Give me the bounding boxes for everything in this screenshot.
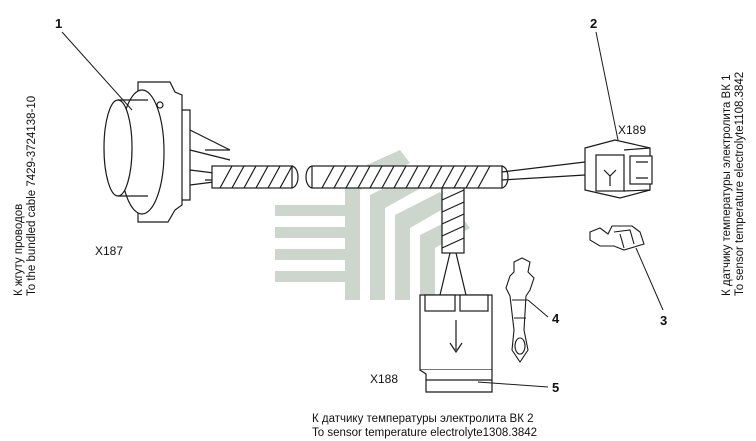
label-x187: X187 bbox=[95, 244, 123, 258]
callout-5: 5 bbox=[552, 380, 559, 395]
left-note-en: To the bundled cable 7429-3724138-10 bbox=[26, 96, 38, 296]
terminal-item-4 bbox=[505, 257, 535, 363]
callout-4: 4 bbox=[552, 311, 560, 326]
right-note: К датчику температуры электролита ВК 1 T… bbox=[721, 72, 746, 296]
callout-2: 2 bbox=[590, 16, 597, 31]
label-x189: X189 bbox=[618, 123, 646, 137]
terminal-item-3 bbox=[589, 225, 645, 251]
right-note-ru: К датчику температуры электролита ВК 1 bbox=[721, 74, 733, 296]
connector-x188 bbox=[419, 294, 493, 393]
connector-x187 bbox=[103, 81, 231, 223]
callout-3: 3 bbox=[660, 313, 667, 328]
left-note-ru: К жгуту проводов bbox=[13, 204, 25, 296]
harness-left bbox=[205, 149, 299, 189]
left-note: К жгуту проводов To the bundled cable 74… bbox=[13, 96, 38, 296]
harness-branch bbox=[439, 187, 467, 296]
bottom-note-ru: К датчику температуры электролита ВК 2 bbox=[312, 413, 534, 425]
label-x188: X188 bbox=[370, 372, 398, 386]
harness-right bbox=[305, 161, 586, 189]
bottom-note-en: To sensor temperature electrolyte1308.38… bbox=[312, 427, 537, 439]
connector-x189 bbox=[584, 139, 653, 199]
callout-1: 1 bbox=[55, 16, 62, 31]
leader-lines bbox=[61, 31, 664, 388]
right-note-en: To sensor temperature electrolyte1108.38… bbox=[734, 72, 746, 296]
